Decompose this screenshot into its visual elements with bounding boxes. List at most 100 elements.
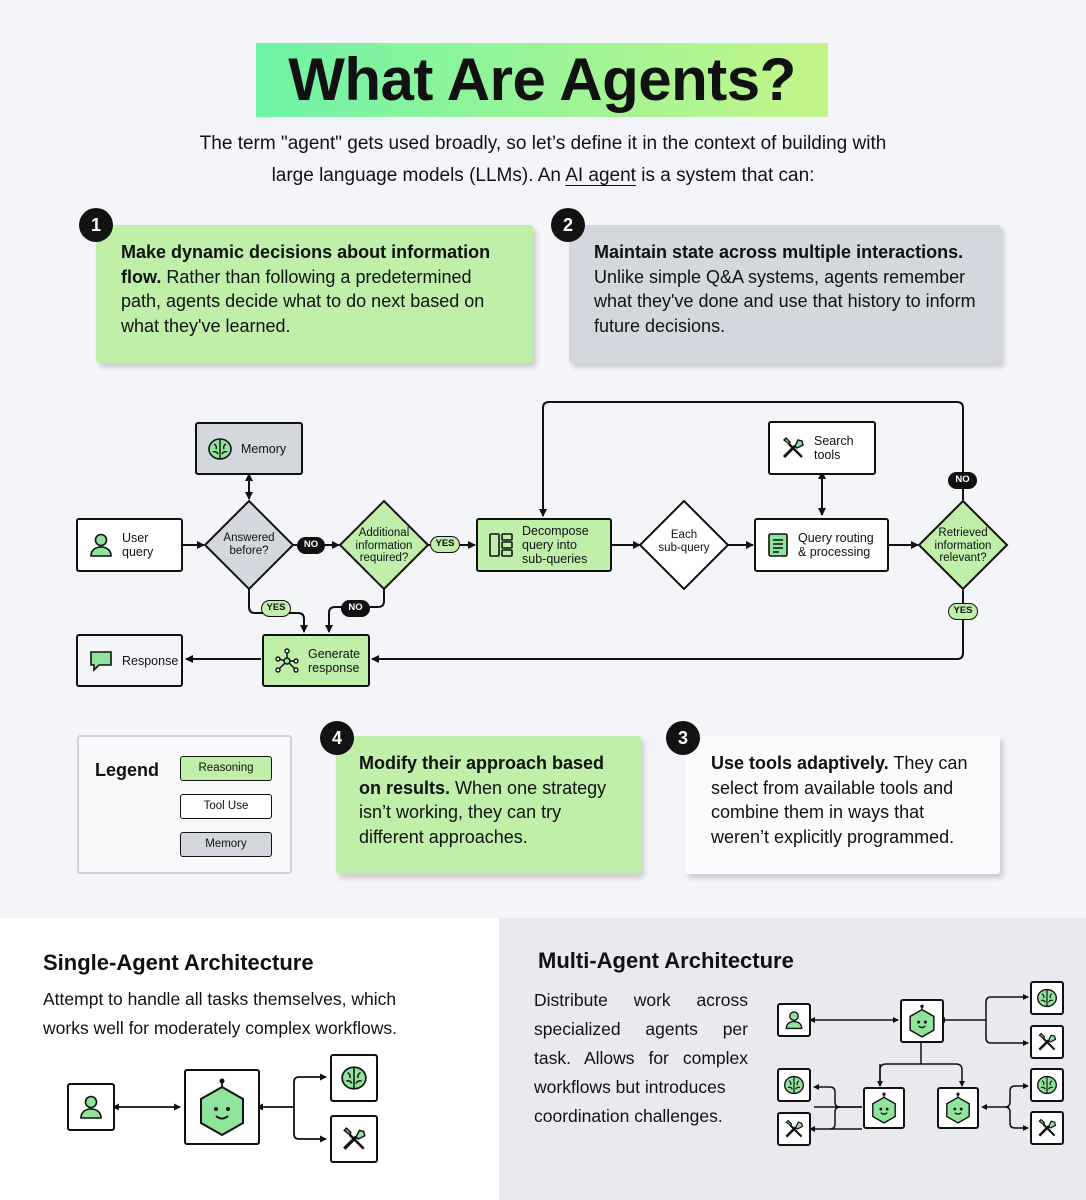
- card-maintain-state: Maintain state across multiple interacti…: [569, 225, 1001, 363]
- generate-line-1: Generate: [308, 646, 361, 661]
- chat-icon: [88, 648, 114, 674]
- single-agent-heading: Single-Agent Architecture: [43, 950, 314, 975]
- multi-agent-heading: Multi-Agent Architecture: [538, 948, 794, 973]
- multi-agent-left: [863, 1087, 905, 1129]
- intro-line-2: large language models (LLMs). An AI agen…: [100, 165, 986, 187]
- tools-icon: [340, 1125, 368, 1153]
- multi-memory-box-2: [777, 1068, 811, 1102]
- multi-user-box: [777, 1003, 811, 1037]
- ai-agent-link[interactable]: AI agent: [565, 165, 636, 186]
- brain-icon: [340, 1064, 368, 1092]
- no-label-1: NO: [297, 537, 325, 554]
- intro-text-end: is a system that can:: [635, 165, 815, 186]
- query-routing-node: Query routing& processing: [754, 518, 889, 572]
- multi-agent-section: [499, 918, 1086, 1200]
- single-agent-connectors: [112, 1073, 327, 1143]
- decompose-line-3: sub-queries: [522, 552, 588, 566]
- user-query-line-1: User: [122, 531, 149, 545]
- tools-icon: [1036, 1031, 1058, 1053]
- each-subquery-diamond: [638, 499, 730, 591]
- memory-label: Memory: [241, 441, 287, 456]
- multi-memory-box-3: [1030, 1068, 1064, 1102]
- tools-icon: [780, 435, 806, 461]
- response-node: Response: [76, 634, 183, 687]
- network-icon: [274, 647, 300, 674]
- decompose-line-1: Decompose: [522, 524, 589, 538]
- search-tools-line-1: Search: [814, 434, 854, 448]
- multi-tools-box-2: [777, 1112, 811, 1146]
- agent-icon: [870, 1092, 898, 1124]
- card-1-text: Rather than following a predetermined pa…: [121, 266, 485, 336]
- each-line-2: sub-query: [658, 541, 710, 554]
- user-query-line-2: query: [122, 545, 154, 559]
- generate-line-2: response: [308, 660, 360, 675]
- agent-icon: [196, 1077, 248, 1137]
- answered-line-1: Answered: [223, 532, 275, 544]
- single-agent-line-1: Attempt to handle all tasks themselves, …: [43, 989, 397, 1009]
- brain-icon: [1036, 1074, 1058, 1096]
- no-label-2: NO: [341, 600, 370, 617]
- retrieved-line-3: relevant?: [939, 552, 987, 564]
- answered-line-2: before?: [229, 544, 269, 557]
- intro-text: large language models (LLMs). An: [271, 165, 566, 186]
- brain-icon: [207, 436, 233, 462]
- card-3-bold: Use tools adaptively.: [711, 753, 889, 773]
- multi-agent-line-2: specialized agents per: [534, 1019, 748, 1039]
- card-use-tools: Use tools adaptively. They can select fr…: [685, 736, 1000, 874]
- document-icon: [766, 532, 790, 558]
- card-modify-approach: Modify their approach based on results. …: [336, 736, 641, 874]
- retrieved-line-2: information: [934, 539, 992, 552]
- page-title: What Are Agents?: [256, 43, 828, 117]
- multi-tools-box-1: [1030, 1025, 1064, 1059]
- yes-label-1: YES: [430, 536, 460, 553]
- addl-line-3: required?: [359, 552, 409, 564]
- retrieved-line-1: Retrieved: [938, 527, 988, 539]
- multi-agent-main: [900, 999, 944, 1043]
- user-icon: [88, 532, 114, 558]
- search-tools-line-2: tools: [814, 448, 841, 462]
- legend-memory: Memory: [180, 832, 272, 857]
- flow-connectors: [183, 401, 1009, 663]
- badge-1: 1: [79, 208, 113, 242]
- tools-icon: [783, 1118, 805, 1140]
- legend: Legend Reasoning Tool Use Memory: [77, 735, 292, 874]
- single-agent-line-2: works well for moderately complex workfl…: [43, 1018, 397, 1038]
- agent-icon: [907, 1004, 937, 1038]
- yes-label-2: YES: [261, 600, 291, 617]
- legend-title: Legend: [95, 760, 160, 780]
- brain-icon: [783, 1074, 805, 1096]
- user-icon: [78, 1094, 104, 1120]
- grid-icon: [488, 532, 514, 558]
- multi-memory-box-1: [1030, 981, 1064, 1015]
- multi-agent-right: [937, 1087, 979, 1129]
- brain-icon: [1036, 987, 1058, 1009]
- card-2-text: Unlike simple Q&A systems, agents rememb…: [594, 266, 976, 336]
- single-tools-box: [330, 1115, 378, 1163]
- yes-label-3: YES: [948, 603, 978, 620]
- memory-node: Memory: [195, 422, 303, 475]
- routing-line-1: Query routing: [798, 531, 874, 545]
- card-2-bold: Maintain state across multiple interacti…: [594, 242, 964, 262]
- answered-before-diamond: [203, 499, 295, 591]
- retrieved-relevant-diamond: [917, 499, 1009, 591]
- multi-agent-line-4: workflows but introduces: [534, 1077, 726, 1097]
- badge-2: 2: [551, 208, 585, 242]
- legend-tool-use: Tool Use: [180, 794, 272, 819]
- query-routing-label: Query routing& processing: [798, 531, 874, 559]
- multi-tools-box-3: [1030, 1111, 1064, 1145]
- single-user-box: [67, 1083, 115, 1131]
- routing-line-2: & processing: [798, 545, 871, 559]
- badge-3: 3: [666, 721, 700, 755]
- single-memory-box: [330, 1054, 378, 1102]
- intro-line-1: The term "agent" gets used broadly, so l…: [199, 133, 887, 154]
- multi-agent-line-5: coordination challenges.: [534, 1106, 723, 1126]
